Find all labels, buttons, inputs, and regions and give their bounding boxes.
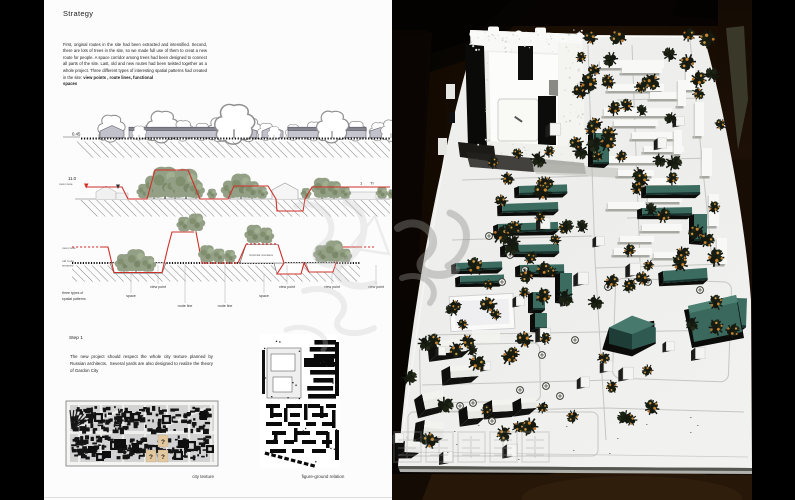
svg-text:11.0: 11.0 <box>68 176 77 181</box>
svg-text:1: 1 <box>360 181 363 186</box>
svg-text:TI: TI <box>370 181 374 186</box>
svg-text:spatial patterns: spatial patterns <box>62 297 86 301</box>
svg-text:?: ? <box>161 439 165 446</box>
svg-text:terraced: terraced <box>62 264 74 268</box>
svg-text:space: space <box>126 294 136 298</box>
svg-text:horizontal mountains: horizontal mountains <box>249 253 274 257</box>
svg-text:old route: old route <box>62 259 74 263</box>
svg-text:view point: view point <box>368 285 384 289</box>
svg-text:?: ? <box>149 454 153 461</box>
svg-text:view point: view point <box>279 285 295 289</box>
svg-text:space: space <box>259 294 269 298</box>
svg-text:three types of: three types of <box>62 291 83 295</box>
svg-text:?: ? <box>161 454 165 461</box>
svg-text:route line: route line <box>178 304 193 308</box>
svg-text:0.45: 0.45 <box>72 132 81 137</box>
svg-text:new route: new route <box>59 182 73 186</box>
svg-text:route line: route line <box>218 304 233 308</box>
svg-text:view point: view point <box>150 285 166 289</box>
svg-text:view point: view point <box>324 285 340 289</box>
svg-text:new route: new route <box>62 246 76 250</box>
